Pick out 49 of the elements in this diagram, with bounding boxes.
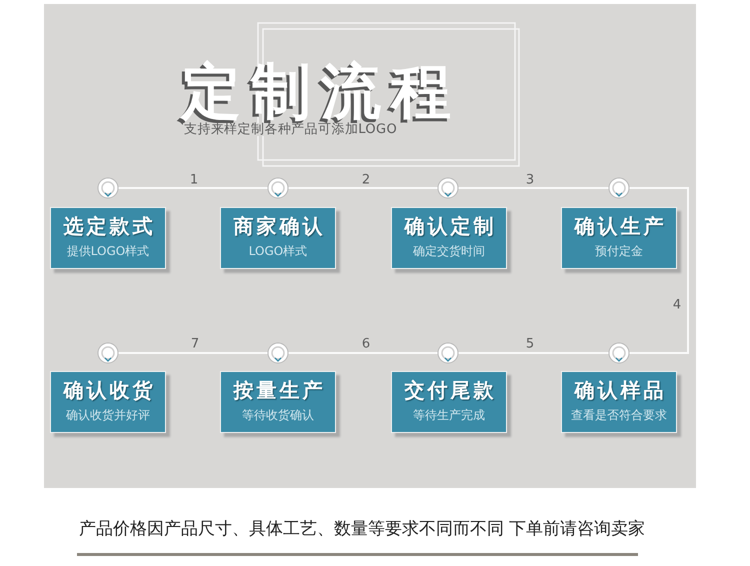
connector-line — [288, 352, 438, 354]
step-title: 按量生产 — [232, 380, 326, 400]
junction-circle — [437, 342, 459, 364]
step-note: 等待收货确认 — [242, 409, 314, 421]
connector-line — [458, 352, 609, 354]
step-box — [50, 207, 166, 269]
step-note: LOGO样式 — [248, 245, 308, 257]
edge-label: 4 — [672, 298, 682, 312]
step-box — [391, 207, 507, 269]
step-title: 交付尾款 — [404, 380, 496, 400]
step-box — [391, 371, 507, 433]
step-box — [50, 371, 166, 433]
edge-label: 5 — [524, 338, 536, 350]
step-box — [561, 371, 677, 433]
edge-label: 1 — [188, 174, 200, 186]
step-box — [561, 207, 677, 269]
edge-label: 3 — [524, 174, 536, 186]
connector-line — [118, 352, 268, 354]
connector-line — [288, 187, 438, 189]
junction-circle — [267, 342, 289, 364]
step-note: 确定交货时间 — [413, 245, 485, 257]
step-title: 商家确认 — [232, 216, 326, 236]
step-note: 等待生产完成 — [413, 409, 485, 421]
edge-label: 6 — [360, 338, 372, 350]
step-note: 确认收货并好评 — [66, 409, 150, 421]
step-box — [220, 207, 336, 269]
step-box — [220, 371, 336, 433]
caption: 产品价格因产品尺寸、具体工艺、数量等要求不同而不同 下单前请咨询卖家 — [78, 520, 646, 539]
step-title: 确认生产 — [573, 216, 666, 236]
title: 定制流程 — [181, 62, 461, 122]
junction-circle — [267, 177, 289, 199]
subtitle: 支持来样定制各种产品可添加LOGO — [183, 123, 398, 136]
junction-circle — [608, 342, 630, 364]
connector-line — [118, 187, 268, 189]
step-note: 提供LOGO样式 — [66, 245, 150, 257]
connector-line — [458, 187, 609, 189]
edge-label: 7 — [190, 338, 200, 350]
edge-label: 2 — [360, 174, 372, 186]
junction-circle — [97, 342, 119, 364]
step-title: 选定款式 — [62, 216, 156, 236]
step-title: 确认收货 — [62, 380, 156, 400]
step-title: 确认样品 — [573, 380, 666, 400]
step-note: 预付定金 — [595, 245, 643, 257]
connector-line — [629, 187, 689, 354]
step-title: 确认定制 — [403, 216, 496, 236]
junction-circle — [437, 177, 459, 199]
step-note: 查看是否符合要求 — [571, 409, 667, 421]
junction-circle — [608, 177, 630, 199]
junction-circle — [97, 177, 119, 199]
